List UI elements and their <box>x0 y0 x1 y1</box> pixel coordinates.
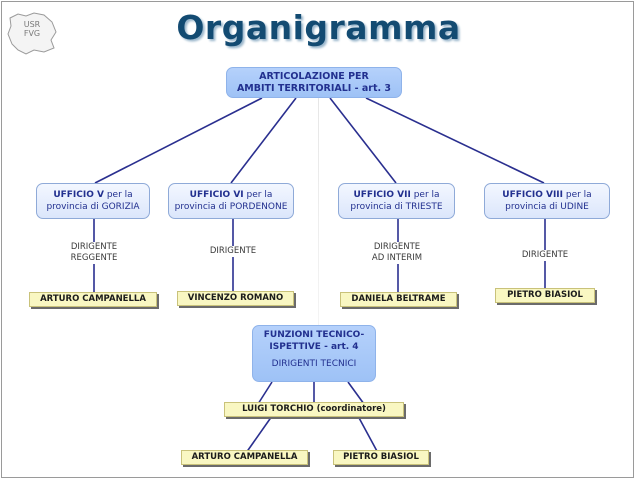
page-title: Organigramma <box>176 8 461 47</box>
logo-text: USR FVG <box>10 20 54 38</box>
usr-fvg-logo <box>7 12 57 55</box>
office-province: provincia di GORIZIA <box>46 202 140 212</box>
person-arturo-campanella: ARTURO CAMPANELLA <box>29 292 157 307</box>
office-heading: UFFICIO VI <box>189 190 244 200</box>
territorial-box: ARTICOLAZIONE PER AMBITI TERRITORIALI - … <box>226 67 402 98</box>
connector-coord-member2 <box>357 415 379 454</box>
person-luigi-torchio: LUIGI TORCHIO (coordinatore) <box>224 402 404 417</box>
connector-top-office6 <box>230 97 297 184</box>
logo-line1: USR <box>23 20 41 29</box>
office-box-pordenone: UFFICIO VI per la provincia di PORDENONE <box>168 183 294 219</box>
funzioni-line1: FUNZIONI TECNICO- <box>263 330 365 340</box>
funzioni-box: FUNZIONI TECNICO- ISPETTIVE - art. 4 DIR… <box>252 325 376 382</box>
role-line1: DIRIGENTE <box>70 242 118 252</box>
person-pietro-biasiol-tech: PIETRO BIASIOL <box>333 450 429 465</box>
office-suffix: per la <box>563 190 592 200</box>
connector-top-office7 <box>329 97 397 184</box>
role-line1: DIRIGENTE <box>373 242 421 252</box>
region-outline-icon <box>7 12 57 55</box>
office-heading: UFFICIO VIII <box>502 190 563 200</box>
logo-line2: FVG <box>23 29 41 38</box>
role-label-pordenone: DIRIGENTE <box>199 246 267 257</box>
office-suffix: per la <box>410 190 440 200</box>
connector-top-office5 <box>94 97 263 184</box>
office-province: provincia di PORDENONE <box>174 202 288 212</box>
territorial-line1: ARTICOLAZIONE PER <box>259 71 369 82</box>
territorial-line2: AMBITI TERRITORIALI - art. 3 <box>236 83 392 94</box>
office-heading: UFFICIO V <box>53 190 104 200</box>
person-arturo-campanella-tech: ARTURO CAMPANELLA <box>181 450 308 465</box>
office-heading: UFFICIO VII <box>353 190 411 200</box>
person-vincenzo-romano: VINCENZO ROMANO <box>177 291 294 306</box>
connector-coord-member1 <box>245 415 273 454</box>
person-pietro-biasiol: PIETRO BIASIOL <box>495 288 595 303</box>
office-suffix: per la <box>243 190 273 200</box>
role-line1: DIRIGENTE <box>209 246 257 256</box>
role-line2: AD INTERIM <box>371 253 423 263</box>
role-line1: DIRIGENTE <box>521 250 569 260</box>
office-suffix: per la <box>103 190 133 200</box>
center-divider <box>318 95 319 325</box>
role-label-gorizia: DIRIGENTE REGGENTE <box>58 242 130 264</box>
connector-funz-coord-a <box>257 381 273 405</box>
role-line2: REGGENTE <box>70 253 118 263</box>
office-province: provincia di TRIESTE <box>350 202 443 212</box>
office-box-gorizia: UFFICIO V per la provincia di GORIZIA <box>36 183 150 219</box>
funzioni-line2: ISPETTIVE - art. 4 <box>269 342 359 352</box>
office-box-udine: UFFICIO VIII per la provincia di UDINE <box>484 183 610 219</box>
office-box-trieste: UFFICIO VII per la provincia di TRIESTE <box>338 183 455 219</box>
person-daniela-beltrame: DANIELA BELTRAME <box>340 292 457 307</box>
role-label-trieste: DIRIGENTE AD INTERIM <box>357 242 437 264</box>
funzioni-subtitle: DIRIGENTI TECNICI <box>271 359 357 369</box>
connector-top-office8 <box>365 97 545 184</box>
office-province: provincia di UDINE <box>505 202 589 212</box>
role-label-udine: DIRIGENTE <box>510 250 580 261</box>
connector-funz-coord-c <box>347 381 365 405</box>
